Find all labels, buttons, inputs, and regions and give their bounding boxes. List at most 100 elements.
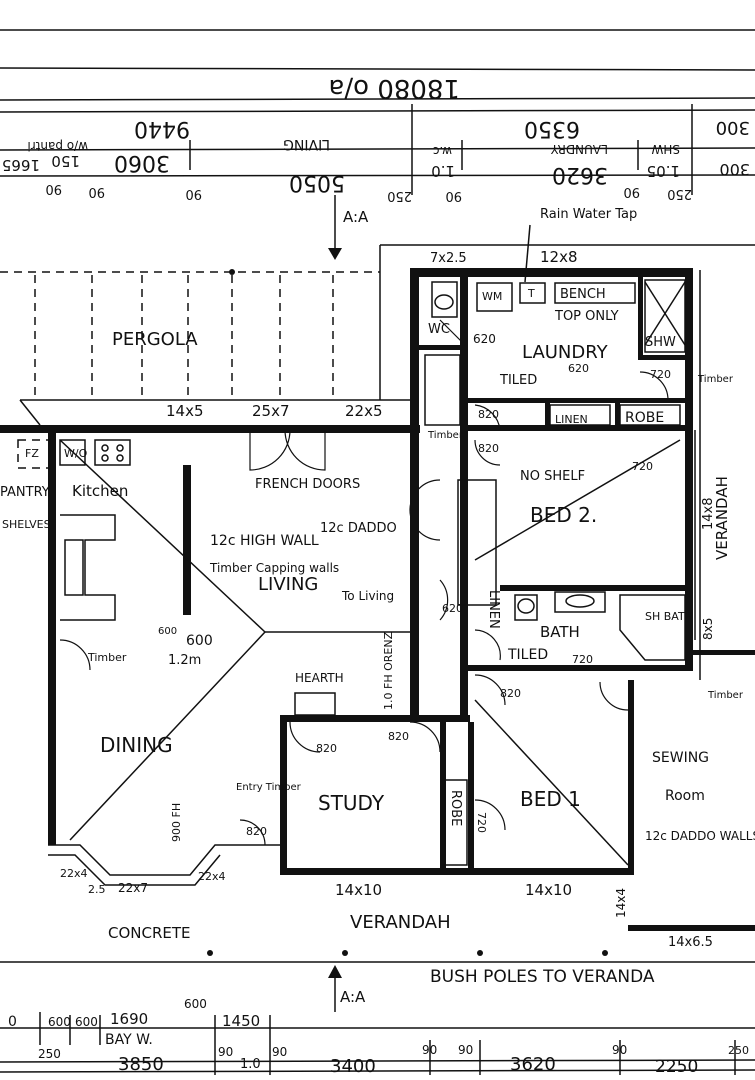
concrete-label: CONCRETE — [108, 924, 191, 942]
verandah-bottom-label: VERANDAH — [350, 912, 451, 933]
pantry-label: PANTRY — [0, 485, 50, 500]
shelves-label: SHELVES — [2, 518, 51, 531]
dim-14x4: 14x4 — [614, 888, 628, 918]
bench-label: BENCH — [560, 287, 606, 302]
bottom-dimension-strip: 0 600 600 1690 600 1450 BAY W. 250 3850 … — [0, 997, 755, 1077]
dim-90c: 90 — [185, 186, 202, 201]
dim-250b: 250 — [667, 186, 692, 201]
robe-vertical-label: ROBE — [448, 790, 463, 826]
door-720b: 720 — [632, 460, 653, 473]
top-dimension-strip: 18080 o/a 9440 6350 300 3060 150 1665 w/… — [0, 29, 755, 203]
toilet-icon — [431, 281, 458, 318]
bdim-3620: 3620 — [510, 1054, 556, 1075]
dim-5050: 5050 — [289, 170, 345, 195]
dim-wc: w.c — [433, 144, 452, 158]
bed2-label: BED 2. — [530, 503, 597, 527]
dim-14x10a: 14x10 — [335, 881, 382, 899]
to-living-label: To Living — [341, 589, 394, 603]
overall-dim: 18080 o/a — [328, 73, 460, 103]
door-720c: 720 — [572, 653, 593, 666]
timber-label-c: Timber — [427, 430, 464, 441]
timber-label-r1: Timber — [697, 374, 734, 385]
door-820f: 820 — [246, 825, 267, 838]
verandah-right-label: VERANDAH — [713, 476, 731, 560]
basin-icon — [554, 591, 606, 613]
section-label-bottom: A:A — [340, 988, 366, 1006]
dim-22x7: 22x7 — [118, 881, 148, 895]
dim-2-5: 2.5 — [88, 883, 106, 896]
dim-1-0: 1.0 — [431, 162, 455, 180]
dim-250a: 250 — [387, 188, 412, 203]
wall-oven-icon — [59, 439, 86, 466]
t-label: T — [527, 287, 535, 300]
section-mark-top: A:A — [328, 195, 369, 260]
dim-150: 150 — [51, 152, 80, 170]
dim-14x10b: 14x10 — [525, 881, 572, 899]
bdim-250b: 250 — [728, 1044, 749, 1057]
bdim-90d: 90 — [458, 1043, 473, 1057]
door-820c: 820 — [316, 742, 337, 755]
dim-living: LIVING — [283, 136, 330, 152]
door-820d: 820 — [388, 730, 409, 743]
door-620b: 620 — [568, 362, 589, 375]
stove-icon — [94, 439, 131, 466]
sink-icon — [64, 539, 84, 596]
section-mark-bottom: A:A — [328, 965, 366, 1012]
dim-1-2m: 1.2m — [168, 653, 201, 668]
bdim-1690: 1690 — [110, 1010, 148, 1028]
annotations: Rain Water Tap 14x5 25x7 22x5 7x2.5 12x8… — [0, 207, 755, 950]
robe-icon — [619, 404, 681, 426]
bdim-3850: 3850 — [118, 1054, 164, 1075]
bdim-600c: 600 — [184, 997, 207, 1011]
door-820a: 820 — [478, 408, 499, 421]
dim-600a: 600 — [158, 626, 177, 637]
bdim-1450: 1450 — [222, 1012, 260, 1030]
hearth-icon — [294, 692, 336, 716]
bdim-2250: 2250 — [655, 1057, 698, 1077]
linen-shelf-icon — [549, 404, 611, 426]
robe-bed1-icon — [444, 779, 468, 866]
fixtures — [17, 279, 686, 866]
dim-shw: SHW — [651, 142, 680, 156]
door-820b: 820 — [478, 442, 499, 455]
dim-3620: 3620 — [552, 162, 608, 187]
dim-12x8: 12x8 — [540, 248, 578, 266]
kitchen-label: Kitchen — [72, 482, 128, 500]
wc-label: WC — [428, 322, 450, 337]
bdim-250a: 250 — [38, 1047, 61, 1061]
freezer-icon — [17, 439, 51, 469]
dim-9440: 9440 — [134, 116, 190, 141]
bdim-90e: 90 — [612, 1043, 627, 1057]
bay-w-label: BAY W. — [105, 1032, 153, 1048]
bush-poles-label: BUSH POLES TO VERANDA — [430, 967, 655, 987]
dim-14x8: 14x8 — [701, 497, 716, 530]
timber-label-d: Timber — [87, 651, 127, 664]
bdim-600b: 600 — [75, 1015, 98, 1029]
rain-water-tap-label: Rain Water Tap — [540, 207, 637, 222]
dim-1665: 1665 — [2, 156, 40, 174]
washing-machine-icon — [476, 282, 513, 312]
wo-label: W/O — [64, 447, 88, 460]
door-620c: 620 — [442, 602, 463, 615]
study-label: STUDY — [318, 791, 385, 815]
no-shelf-label: NO SHELF — [520, 469, 585, 484]
dining-label: DINING — [100, 733, 173, 757]
kitchen-bench-icon — [60, 514, 116, 621]
room-label: Room — [665, 788, 705, 804]
tiled-label-2: TILED — [507, 647, 548, 663]
door-720a: 720 — [650, 368, 671, 381]
dim-90b: 90 — [88, 184, 105, 199]
linen-cupboard-icon — [457, 479, 497, 606]
wm-label: WM — [482, 290, 502, 303]
pergola-label: PERGOLA — [112, 329, 198, 350]
dim-14x65: 14x6.5 — [668, 935, 713, 950]
pergola: PERGOLA — [0, 269, 380, 400]
timber-capping-label: Timber Capping walls — [209, 561, 339, 575]
bdim-90c: 90 — [422, 1043, 437, 1057]
bdim-600a: 600 — [48, 1015, 71, 1029]
dim-90a: 90 — [45, 181, 62, 196]
verandah-posts — [0, 950, 755, 963]
french-doors-label: FRENCH DOORS — [255, 477, 360, 492]
roof-lines — [59, 281, 686, 866]
